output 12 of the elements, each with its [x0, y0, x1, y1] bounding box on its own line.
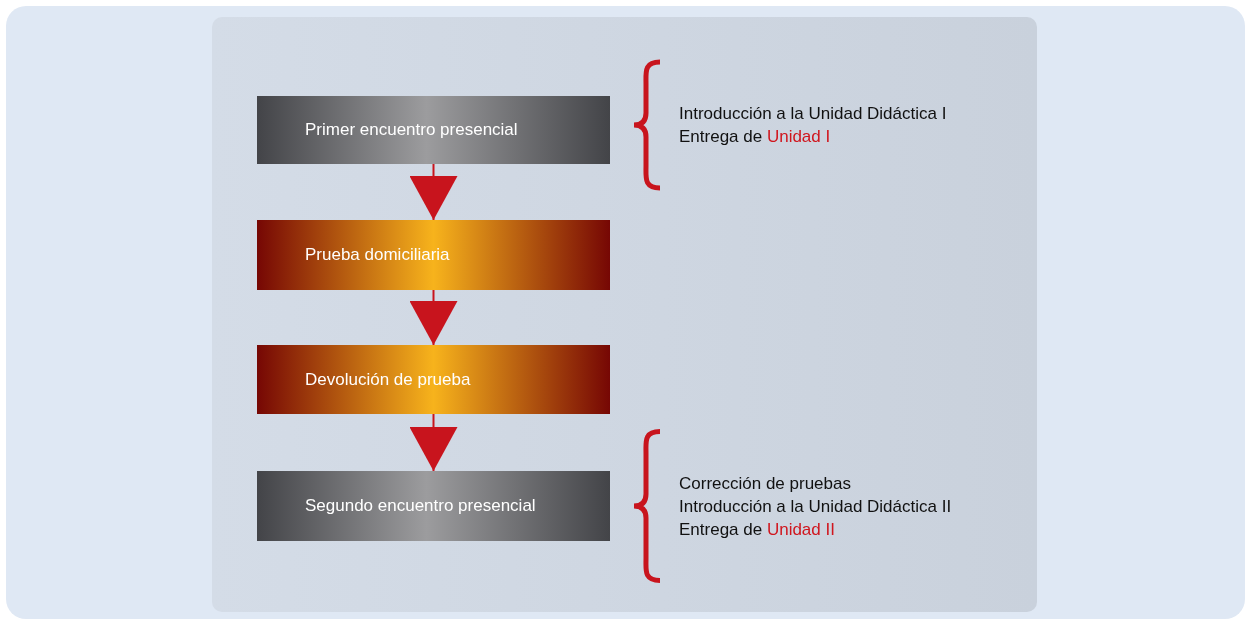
- activity-box: Devolución de prueba: [257, 345, 610, 414]
- arrow: [409, 163, 458, 221]
- arrow: [409, 289, 458, 346]
- meeting-box: Segundo encuentro presencial: [257, 471, 610, 541]
- arrow: [409, 413, 458, 472]
- note-text: Entrega de Unidad I: [679, 126, 831, 148]
- note-text: Corrección de pruebas: [679, 472, 851, 495]
- note-text: Introducción a la Unidad Didáctica II: [679, 495, 952, 518]
- note-text: Introducción a la Unidad Didáctica I: [679, 103, 947, 125]
- note-text: Entrega de Unidad II: [679, 518, 835, 541]
- meeting-box: Primer encuentro presencial: [257, 96, 610, 164]
- activity-box: Prueba domiciliaria: [257, 220, 610, 290]
